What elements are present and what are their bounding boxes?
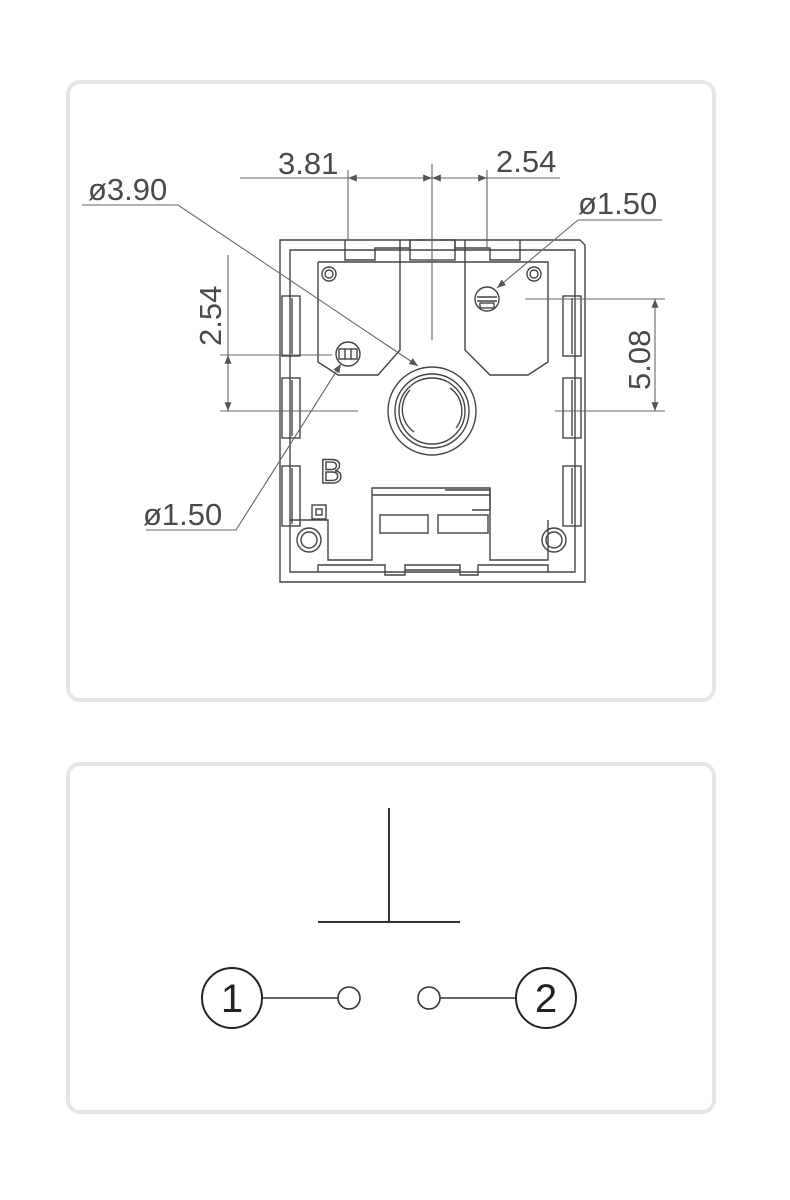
contact-terminal-2 <box>417 986 441 1010</box>
dim-vertical-right: 5.08 <box>622 330 657 390</box>
dim-hole-led-left: ø1.50 <box>143 497 222 532</box>
polarity-mark: B <box>320 453 343 491</box>
led-hole-top <box>474 286 500 312</box>
dim-pitch-left: 3.81 <box>278 146 338 181</box>
schematic-panel <box>66 762 716 1114</box>
pin1-circle <box>201 967 263 1029</box>
pin1-label: 1 <box>221 977 243 1021</box>
dim-hole-led-top: ø1.50 <box>578 186 657 221</box>
dim-vertical-left: 2.54 <box>193 286 228 346</box>
dimension-lines <box>82 164 665 531</box>
pin2-circle <box>515 967 577 1029</box>
footprint-panel <box>66 80 716 702</box>
center-hole <box>387 366 477 456</box>
pin2-label: 2 <box>535 977 557 1021</box>
contact-terminal-1 <box>337 986 361 1010</box>
dim-pitch-right: 2.54 <box>496 144 556 179</box>
dim-hole-center: ø3.90 <box>88 172 167 207</box>
switch-symbol <box>262 808 516 999</box>
led-hole-left <box>335 341 361 367</box>
